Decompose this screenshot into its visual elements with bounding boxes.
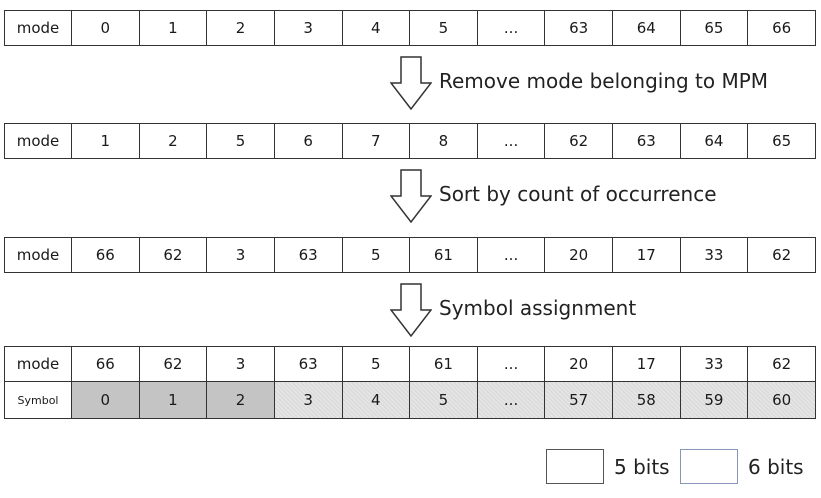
mode-cell: 4 [341,10,411,46]
mode-cell: 65 [679,10,749,46]
mode-cell: 64 [612,10,681,46]
mode-cell: 3 [206,346,275,382]
mode-table-filtered: mode 1 2 5 6 7 8 ... 62 63 64 65 [4,123,816,159]
symbol-assignment-table: mode 66 62 3 63 5 61 ... 20 17 33 62 Sym… [4,346,816,419]
mode-cell: 0 [71,10,140,46]
mode-cell: 1 [138,10,208,46]
mode-cell: 8 [409,123,478,159]
down-arrow-icon [390,56,432,110]
mode-cell: 63 [273,237,343,273]
ellipsis-cell: ... [476,10,546,46]
mode-cell: 62 [544,123,613,159]
mode-cell: 64 [679,123,749,159]
symbol-cell-6bit: 5 [409,381,478,419]
symbol-cell-5bit: 2 [206,381,275,419]
mode-cell: 5 [341,237,411,273]
mode-cell: 17 [612,346,681,382]
mode-label: mode [4,10,72,46]
mode-row: mode 0 1 2 3 4 5 ... 63 64 65 66 [4,10,816,46]
ellipsis-cell: ... [476,381,546,419]
legend-label-5-bits: 5 bits [614,455,670,479]
mode-row: mode 66 62 3 63 5 61 ... 20 17 33 62 [4,237,816,273]
mode-cell: 1 [71,123,140,159]
mode-cell: 5 [409,10,478,46]
mode-cell: 66 [747,10,816,46]
legend-label-6-bits: 6 bits [748,455,804,479]
mode-cell: 62 [138,237,208,273]
mode-cell: 2 [206,10,275,46]
down-arrow-icon [390,283,432,337]
mode-cell: 5 [206,123,275,159]
symbol-cell-5bit: 1 [138,381,208,419]
step-label: Sort by count of occurrence [439,182,717,206]
mode-label: mode [4,346,72,382]
mode-cell: 62 [138,346,208,382]
mode-cell: 20 [544,346,613,382]
mode-cell: 5 [341,346,411,382]
mode-cell: 65 [747,123,816,159]
ellipsis-cell: ... [476,346,546,382]
mode-row: mode 66 62 3 63 5 61 ... 20 17 33 62 [4,346,816,382]
ellipsis-cell: ... [476,123,546,159]
symbol-cell-6bit: 58 [612,381,681,419]
mode-cell: 63 [544,10,613,46]
mode-cell: 62 [747,346,816,382]
symbol-cell-5bit: 0 [71,381,140,419]
legend-swatch-6-bits [680,449,738,484]
down-arrow-icon [390,169,432,223]
mode-cell: 3 [206,237,275,273]
mode-cell: 61 [409,237,478,273]
mode-cell: 66 [71,346,140,382]
step-label: Remove mode belonging to MPM [439,69,769,93]
mode-label: mode [4,237,72,273]
mode-cell: 2 [138,123,208,159]
symbol-cell-6bit: 4 [341,381,411,419]
symbol-label: Symbol [4,381,72,419]
legend-swatch-5-bits [546,449,604,484]
mode-cell: 20 [544,237,613,273]
mode-label: mode [4,123,72,159]
symbol-cell-6bit: 3 [273,381,343,419]
mode-cell: 62 [747,237,816,273]
mode-cell: 61 [409,346,478,382]
mode-cell: 33 [679,237,749,273]
mode-cell: 63 [612,123,681,159]
step-label: Symbol assignment [439,296,637,320]
mode-table-sorted: mode 66 62 3 63 5 61 ... 20 17 33 62 [4,237,816,273]
mode-cell: 17 [612,237,681,273]
mode-cell: 66 [71,237,140,273]
mode-cell: 63 [273,346,343,382]
symbol-cell-6bit: 57 [544,381,613,419]
mode-row: mode 1 2 5 6 7 8 ... 62 63 64 65 [4,123,816,159]
mode-cell: 7 [341,123,411,159]
symbol-row: Symbol 0 1 2 3 4 5 ... 57 58 59 60 [4,381,816,419]
mode-cell: 3 [273,10,343,46]
ellipsis-cell: ... [476,237,546,273]
mode-table-original: mode 0 1 2 3 4 5 ... 63 64 65 66 [4,10,816,46]
symbol-cell-6bit: 60 [747,381,816,419]
symbol-cell-6bit: 59 [679,381,749,419]
mode-cell: 6 [273,123,343,159]
mode-cell: 33 [679,346,749,382]
